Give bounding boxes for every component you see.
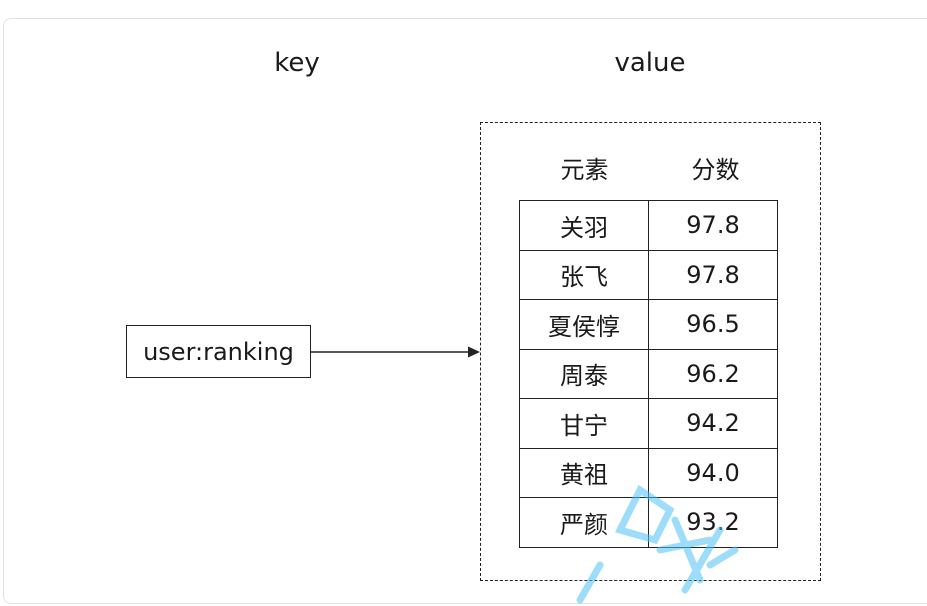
value-column-label: value (614, 48, 686, 78)
score-cell: 94.2 (648, 398, 778, 449)
key-box: user:ranking (126, 325, 311, 378)
member-column-header: 元素 (560, 156, 609, 184)
table-row: 张飞 97.8 (519, 249, 778, 300)
score-cell: 96.2 (648, 348, 778, 399)
score-cell: 93.2 (648, 497, 778, 548)
score-column-header: 分数 (691, 156, 740, 184)
table-row: 黄祖 94.0 (519, 447, 778, 498)
table-row: 夏侯惇 96.5 (519, 299, 778, 350)
member-cell: 甘宁 (519, 398, 649, 449)
score-cell: 97.8 (648, 249, 778, 300)
table-row: 甘宁 94.2 (519, 398, 778, 449)
value-container (480, 122, 821, 581)
member-cell: 严颜 (519, 497, 649, 548)
sorted-set-table: 关羽 97.8 张飞 97.8 夏侯惇 96.5 周泰 96.2 甘宁 94.2… (519, 200, 778, 548)
table-row: 严颜 93.2 (519, 497, 778, 548)
member-cell: 关羽 (519, 200, 649, 251)
table-row: 关羽 97.8 (519, 200, 778, 251)
arrow-head (468, 346, 480, 358)
score-cell: 96.5 (648, 299, 778, 350)
key-column-label: key (274, 48, 320, 78)
member-cell: 黄祖 (519, 447, 649, 498)
diagram-frame (3, 18, 927, 604)
member-cell: 周泰 (519, 348, 649, 399)
member-cell: 张飞 (519, 249, 649, 300)
member-cell: 夏侯惇 (519, 299, 649, 350)
score-cell: 97.8 (648, 200, 778, 251)
score-cell: 94.0 (648, 447, 778, 498)
key-name: user:ranking (143, 337, 294, 366)
table-row: 周泰 96.2 (519, 348, 778, 399)
